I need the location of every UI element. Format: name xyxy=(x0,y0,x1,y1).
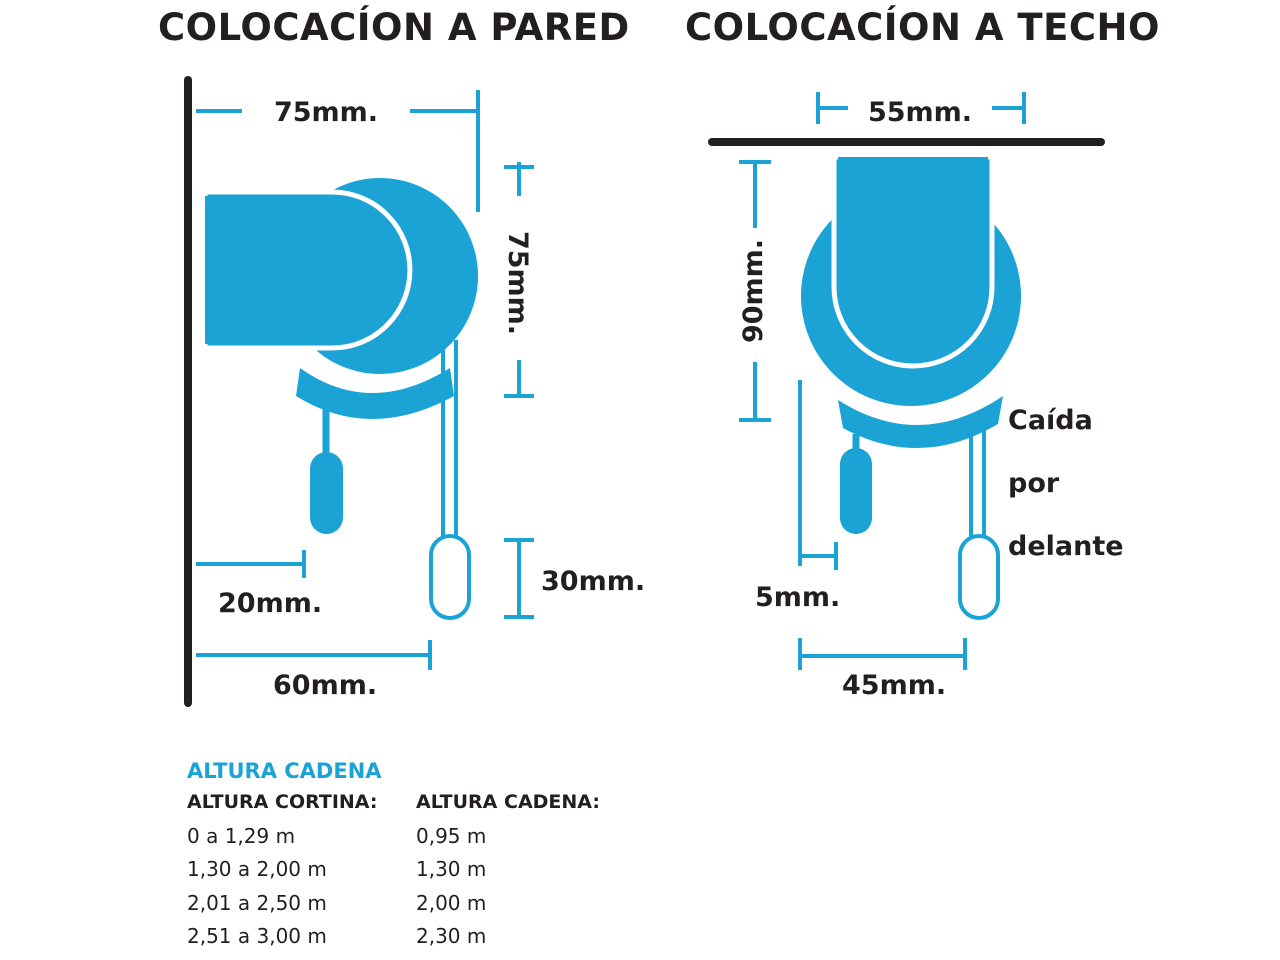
chain-height-cell: 2,00 m xyxy=(416,890,487,915)
curtain-height-cell: 0 a 1,29 m xyxy=(187,823,296,848)
chain-height-cell: 1,30 m xyxy=(416,857,487,881)
wall-dimension-lines xyxy=(196,90,534,670)
table-row: 0 a 1,29 m 0,95 m xyxy=(187,820,600,854)
table-row: 2,01 a 2,50 m 2,00 m xyxy=(187,887,600,921)
chain-height-table-title: ALTURA CADENA xyxy=(187,759,382,783)
chain-height-cell: 2,30 m xyxy=(416,924,487,948)
chain-height-table: ALTURA CADENA ALTURA CORTINA: ALTURA CAD… xyxy=(187,756,600,954)
wall-mount-heading: COLOCACÍON A PARED xyxy=(158,6,630,49)
wall-headrail-body xyxy=(205,196,404,344)
ceiling-mount-drawing: 55mm. 90mm. 5mm. 45mm. Caída por delante xyxy=(708,92,1124,701)
curtain-height-cell: 2,01 a 2,50 m xyxy=(187,890,327,915)
ceiling-bracket-cap xyxy=(838,396,1003,449)
ceiling-note-line-2: por xyxy=(1008,468,1060,499)
ceiling-dimension-lines xyxy=(739,92,1026,670)
wall-chain-depth-label: 60mm. xyxy=(273,670,377,701)
ceiling-note-line-3: delante xyxy=(1008,531,1124,562)
table-header-row: ALTURA CORTINA: ALTURA CADENA: xyxy=(187,786,600,820)
ceiling-roller-shade xyxy=(801,154,1021,620)
ceiling-note-line-1: Caída xyxy=(1008,405,1093,436)
wall-height-label: 75mm. xyxy=(502,231,533,335)
ceiling-headrail-body xyxy=(838,157,988,362)
table-row: 2,51 a 3,00 m 2,30 m xyxy=(187,920,600,954)
ceiling-mount-heading: COLOCACÍON A TECHO xyxy=(685,6,1160,49)
wall-mount-drawing: 75mm. 75mm. 20mm. 30mm. 60mm. xyxy=(184,76,645,707)
header-curtain-height: ALTURA CORTINA: xyxy=(187,791,378,813)
ceiling-chain-depth-label: 45mm. xyxy=(842,670,946,701)
ceiling-weight xyxy=(840,448,872,534)
wall-roller-shade xyxy=(202,178,478,620)
ceiling-chain-handle xyxy=(958,534,1000,620)
wall-weight xyxy=(310,452,343,534)
curtain-height-cell: 2,51 a 3,00 m xyxy=(187,924,327,948)
ceiling-top-width-label: 55mm. xyxy=(868,97,972,128)
chain-height-cell: 0,95 m xyxy=(416,823,487,848)
header-chain-height: ALTURA CADENA: xyxy=(416,791,600,813)
wall-bracket-cap xyxy=(296,368,454,419)
wall-handle-height-label: 30mm. xyxy=(541,566,645,597)
table-row: 1,30 a 2,00 m 1,30 m xyxy=(187,853,600,887)
wall-weight-offset-label: 20mm. xyxy=(218,588,322,619)
ceiling-offset-label: 5mm. xyxy=(755,582,840,613)
curtain-height-cell: 1,30 a 2,00 m xyxy=(187,857,327,881)
wall-top-width-label: 75mm. xyxy=(274,97,378,128)
ceiling-height-label: 90mm. xyxy=(738,239,769,343)
wall-chain-handle xyxy=(429,534,471,620)
